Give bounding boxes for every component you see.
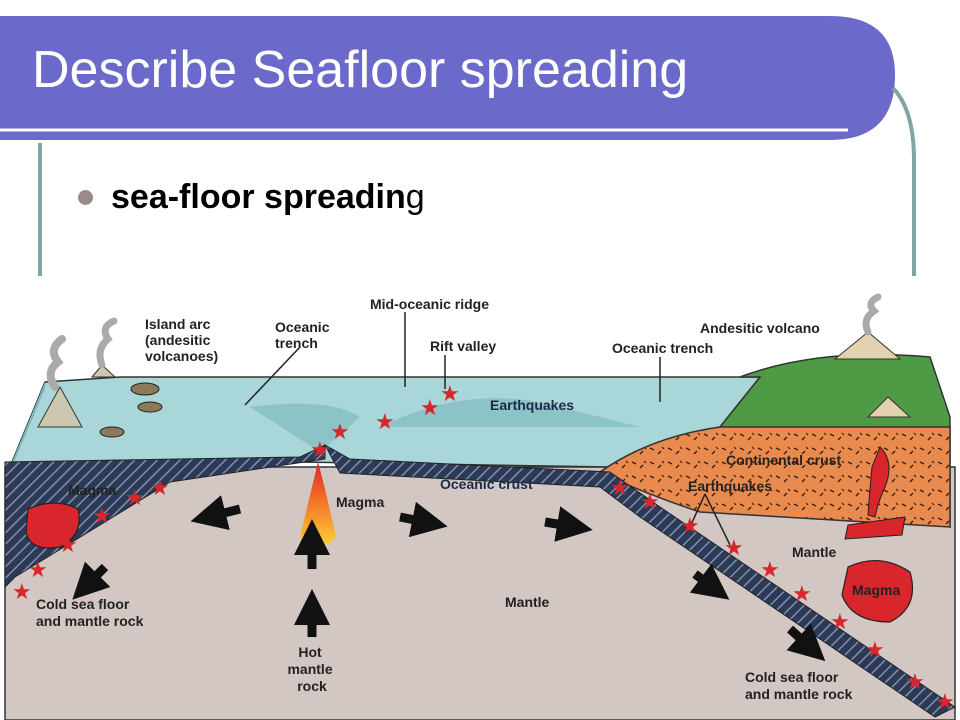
label-island-arc: Island arc (andesitic volcanoes) bbox=[145, 316, 218, 364]
svg-text:★: ★ bbox=[375, 410, 395, 435]
label-cold-right-2: and mantle rock bbox=[745, 686, 853, 702]
svg-text:★: ★ bbox=[125, 486, 145, 511]
label-cold-right-1: Cold sea floor bbox=[745, 669, 839, 685]
svg-text:★: ★ bbox=[28, 558, 48, 583]
andesitic-volcano bbox=[833, 331, 902, 360]
island-3 bbox=[99, 426, 125, 438]
svg-text:★: ★ bbox=[92, 504, 112, 529]
bullet-bold-text: sea-floor spreadin bbox=[111, 178, 406, 216]
label-hot-mantle-3: rock bbox=[297, 678, 327, 694]
island-volcano bbox=[90, 364, 117, 378]
svg-text:★: ★ bbox=[905, 670, 925, 695]
svg-text:★: ★ bbox=[330, 420, 350, 445]
slide-title: Describe Seafloor spreading bbox=[32, 41, 689, 99]
magma-blob-left bbox=[25, 502, 80, 549]
island-1 bbox=[130, 382, 160, 396]
label-cold-left-1: Cold sea floor bbox=[36, 596, 130, 612]
svg-text:★: ★ bbox=[310, 438, 330, 463]
magma-conduit-right bbox=[867, 446, 890, 518]
label-earthquakes-ridge: Earthquakes bbox=[490, 397, 574, 413]
label-hot-mantle-1: Hot bbox=[298, 644, 322, 660]
svg-text:★: ★ bbox=[935, 690, 955, 715]
svg-text:★: ★ bbox=[865, 638, 885, 663]
label-andesitic-volcano: Andesitic volcano bbox=[700, 320, 820, 336]
label-island-arc-2: (andesitic bbox=[145, 332, 211, 348]
label-mantle-center: Mantle bbox=[505, 594, 550, 610]
seafloor-spreading-diagram: ★ ★ ★ ★ ★ ★ ★ ★ ★ ★ ★ ★ ★ ★ ★ ★ ★ ★ ★ ★ … bbox=[4, 293, 956, 720]
oceanic-crust-right bbox=[323, 443, 956, 718]
svg-text:★: ★ bbox=[420, 396, 440, 421]
label-mantle-right: Mantle bbox=[792, 544, 837, 560]
magma-lens-right bbox=[844, 516, 906, 540]
label-oceanic-trench-left-1: Oceanic bbox=[275, 319, 330, 335]
svg-text:★: ★ bbox=[610, 476, 630, 501]
label-oceanic-trench-left-2: trench bbox=[275, 335, 318, 351]
island-volcano-smoke bbox=[96, 317, 118, 369]
andesitic-volcano-smoke bbox=[862, 293, 882, 336]
svg-text:★: ★ bbox=[760, 558, 780, 583]
continental-crust bbox=[598, 426, 951, 528]
label-rift-valley: Rift valley bbox=[430, 338, 496, 354]
ridge-shading-2 bbox=[380, 398, 640, 427]
bullet-tail-text: g bbox=[405, 178, 425, 216]
label-cold-left-2: and mantle rock bbox=[36, 613, 144, 629]
magma-blob-right bbox=[841, 559, 914, 623]
island-2 bbox=[137, 401, 163, 413]
label-island-arc-1: Island arc bbox=[145, 316, 211, 332]
ridge-shading bbox=[250, 403, 360, 452]
svg-text:★: ★ bbox=[792, 582, 812, 607]
svg-text:★: ★ bbox=[724, 536, 744, 561]
svg-text:★: ★ bbox=[680, 514, 700, 539]
flow-arrows bbox=[72, 495, 826, 662]
left-volcano bbox=[37, 385, 83, 428]
left-volcano-smoke bbox=[46, 335, 66, 391]
label-cold-left: Cold sea floor and mantle rock bbox=[36, 596, 144, 629]
title-bar bbox=[0, 16, 895, 140]
label-earthquakes-right: Earthquakes bbox=[688, 478, 772, 494]
svg-text:★: ★ bbox=[440, 382, 460, 407]
label-island-arc-3: volcanoes) bbox=[145, 348, 218, 364]
label-continental-crust: Continental crust bbox=[726, 452, 841, 468]
svg-text:★: ★ bbox=[150, 476, 170, 501]
frame-right-curve bbox=[891, 86, 916, 276]
bullet-text: sea-floor spreading bbox=[111, 178, 425, 217]
oceanic-crust-left bbox=[4, 444, 326, 589]
label-hot-mantle: Hot mantle rock bbox=[287, 644, 336, 694]
label-magma-center: Magma bbox=[336, 494, 384, 510]
svg-text:★: ★ bbox=[58, 533, 78, 558]
bullet-dot-icon bbox=[78, 190, 93, 205]
svg-text:★: ★ bbox=[12, 580, 32, 605]
leader-lines bbox=[244, 312, 731, 546]
earthquake-stars: ★ ★ ★ ★ ★ ★ ★ ★ ★ ★ ★ ★ ★ ★ ★ ★ ★ ★ ★ ★ … bbox=[12, 382, 955, 715]
label-oceanic-trench-left: Oceanic trench bbox=[275, 319, 333, 351]
svg-text:★: ★ bbox=[830, 610, 850, 635]
svg-text:★: ★ bbox=[640, 490, 660, 515]
label-oceanic-crust: Oceanic crust bbox=[440, 476, 533, 492]
label-cold-right: Cold sea floor and mantle rock bbox=[745, 669, 853, 702]
label-mid-oceanic-ridge: Mid-oceanic ridge bbox=[370, 296, 489, 312]
small-land-volcano bbox=[866, 396, 912, 418]
label-oceanic-trench-right: Oceanic trench bbox=[612, 340, 713, 356]
label-hot-mantle-2: mantle bbox=[287, 661, 332, 677]
ocean-front bbox=[10, 382, 45, 467]
label-magma-right: Magma bbox=[852, 582, 900, 598]
bullet-item: sea-floor spreading bbox=[78, 178, 425, 217]
label-magma-left: Magma bbox=[68, 482, 116, 498]
